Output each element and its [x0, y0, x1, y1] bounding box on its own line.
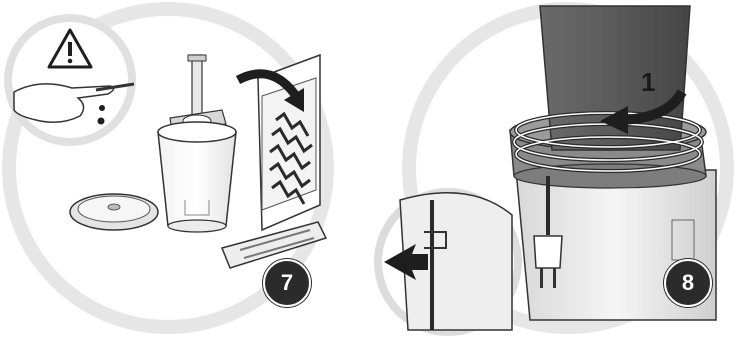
cord-clip-inset	[374, 188, 522, 336]
step-badge-7: 7	[263, 259, 311, 307]
cup-lid	[70, 194, 158, 230]
warning-inset	[4, 14, 136, 146]
drop-icon	[99, 105, 105, 111]
drop-icon	[98, 118, 105, 125]
rotation-step-label: 1	[641, 67, 655, 98]
blender-cup	[158, 122, 236, 232]
step-badge-8: 8	[664, 259, 712, 307]
